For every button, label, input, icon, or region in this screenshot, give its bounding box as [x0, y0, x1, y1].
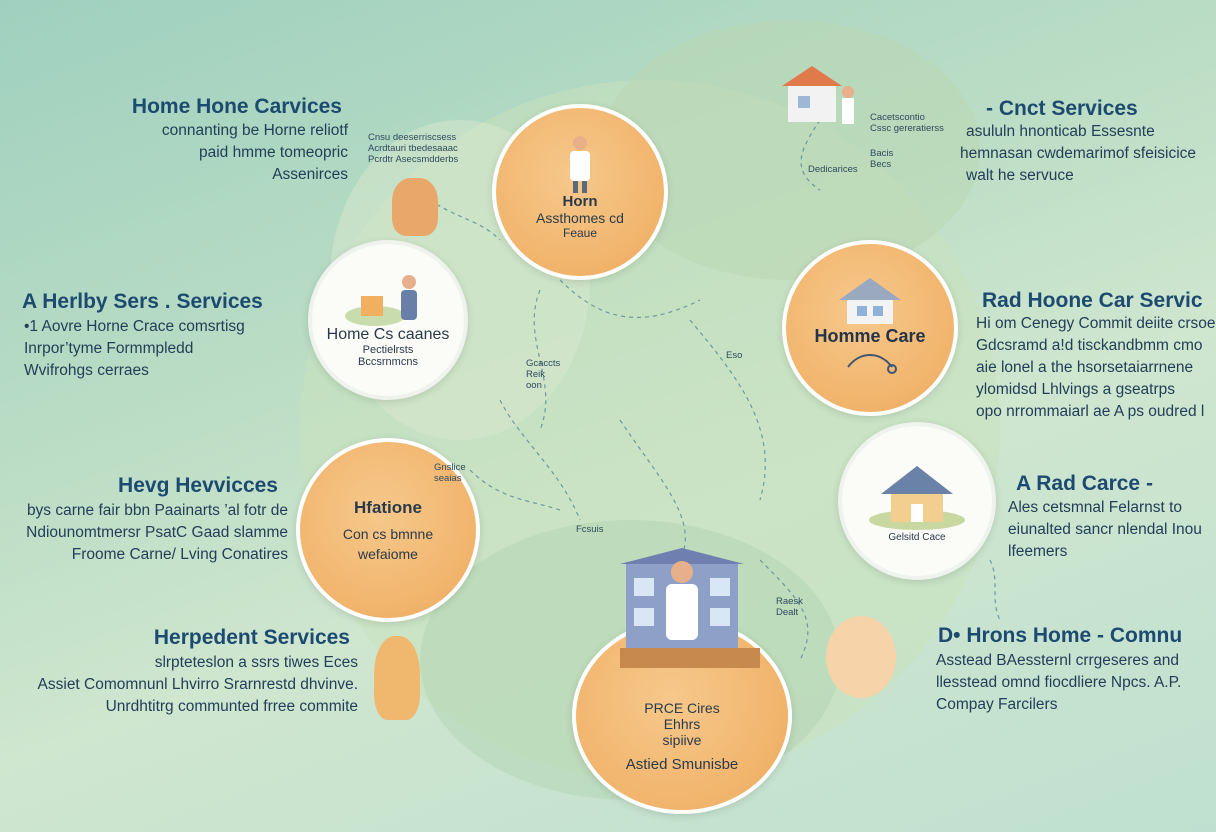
right-section-1-line: asululn hnonticab Essesnte [966, 123, 1155, 140]
right-section-2-title: Rad Hoone Car Servic [982, 289, 1203, 312]
clinic-building-doctor-illustration [620, 548, 760, 668]
circle-left-top-line1: Home Cs caanes [326, 326, 450, 343]
small-label-a: Cnsu deeserriscsess Acrdtauri tbedesaaac… [368, 132, 458, 165]
left-section-3-title: Hevg Hevvicces [118, 474, 278, 497]
small-label-b-line: Cssc gereratierss [870, 123, 944, 134]
circle-bottom-line1: PRCE Cires [644, 699, 720, 716]
left-section-4-body: slrpteteslon a ssrs tiwes Eces Assiet Co… [38, 652, 358, 718]
left-section-2-body: •1 Aovre Horne Crace comsrtisg Inrpor’ty… [24, 316, 245, 382]
small-label-a-line: Cnsu deeserriscsess [368, 132, 457, 143]
house-scene-illustration [782, 66, 854, 124]
circle-left-mid-line2: Con cs bmnne [342, 526, 434, 542]
small-label-e: Eso [726, 350, 743, 361]
small-label-g: Fcsuis [576, 524, 604, 535]
circle-right-mid: Gelsitd Cace [838, 422, 996, 580]
right-section-2-line: aie lonel a the hsorsetaiarrnene [976, 359, 1194, 376]
circle-bottom-line3: sipiive [662, 731, 702, 748]
right-section-4-line: llesstead omnd fiocdliere Npcs. A.P. [936, 674, 1182, 691]
left-section-2-title: A Herlby Sers . Services [22, 290, 263, 313]
right-section-4-line: Compay Farcilers [936, 696, 1058, 713]
left-section-4-line: Unrdhtitrg communted frree commite [105, 698, 358, 715]
left-section-1-body: connanting be Horne reliotf paid hmme to… [162, 120, 348, 186]
small-label-b: Cacetscontio Cssc gereratierss Bacis Bec… [870, 112, 944, 170]
circle-right-homme-care: Homme Care [782, 240, 958, 416]
circle-right-mid-line1: Gelsitd Cace [888, 531, 946, 543]
small-label-b-line: Bacis [870, 148, 894, 159]
woman-portrait-icon [826, 616, 896, 698]
right-section-1-line: hemnasan cwdemarimof sfeisicice [960, 145, 1197, 162]
left-section-4-line: slrpteteslon a ssrs tiwes Eces [154, 654, 358, 671]
right-section-3-line: eiunalted sancr nlendal Inou [1008, 521, 1202, 538]
circle-top-line2: Assthomes cd [536, 209, 624, 226]
small-label-h-line: Dealt [776, 607, 799, 618]
right-section-4-title: D• Hrons Home - Comnu [938, 624, 1183, 647]
caregiver-scene-icon [345, 275, 417, 326]
house-icon [839, 277, 901, 324]
left-section-2-line: Inrpor’tyme Formmpledd [24, 340, 194, 357]
left-section-1-line: paid hmme tomeopric [198, 144, 348, 161]
right-section-2-body: Hi om Cenegy Commit deiite crsoe Gdcsram… [976, 313, 1215, 423]
right-section-2-line: Gdcsramd a!d tisckandbmm cmo [976, 337, 1203, 354]
doctor-figure-icon [570, 135, 590, 193]
circle-left-mid-line1: Hfatione [354, 498, 422, 517]
small-label-f-line: Gnslice [434, 462, 466, 473]
left-section-4-line: Assiet Comomnunl Lhvirro Srarnrestd dhvi… [37, 676, 358, 693]
right-section-2-line: opo nrrommaiarl ae A ps oudred l [976, 403, 1205, 420]
left-section-2-line: Wvifrohgs cerraes [24, 362, 149, 379]
circle-top-line1: Horn [562, 192, 598, 210]
right-section-3-line: Ales cetsmnal Felarnst to [1008, 499, 1183, 516]
right-section-3-body: Ales cetsmnal Felarnst to eiunalted sanc… [1008, 497, 1202, 563]
circle-bottom-line2: Ehhrs [663, 715, 701, 732]
small-label-f: Gnslice seaias [434, 462, 466, 484]
stethoscope-icon [847, 353, 897, 374]
right-section-4-body: Asstead BAessternl crrgeseres and llesst… [936, 650, 1181, 716]
left-section-3-line: Ndiounomtmersr PsatC Gaad slamme [26, 524, 288, 541]
small-label-d: Gcaccts Reik oon [526, 358, 560, 391]
left-section-4-title: Herpedent Services [153, 626, 350, 649]
small-label-b-line: Cacetscontio [870, 112, 925, 123]
circle-top-line3: Feaue [562, 225, 598, 240]
right-section-2-line: ylomidsd Lhlvings a gseatrps [976, 381, 1176, 398]
circle-left-top-line3: Bccsrnmcns [358, 356, 418, 368]
left-section-2-line: •1 Aovre Horne Crace comsrtisg [24, 318, 245, 335]
circle-left-mid-line3: wefaiome [358, 546, 418, 562]
small-label-h-line: Raesk [776, 596, 803, 607]
left-section-1-line: connanting be Horne reliotf [161, 122, 348, 139]
small-label-c: Dedicarices [808, 164, 858, 175]
left-section-3-body: bys carne fair bbn Paainarts ’al fotr de… [26, 500, 288, 566]
house-icon [869, 465, 965, 530]
circle-right-top-line1: Homme Care [814, 325, 926, 346]
elderly-person-icon [374, 636, 420, 720]
bg-blob-top [600, 20, 980, 280]
right-section-3-line: lfeemers [1008, 543, 1068, 560]
right-section-4-line: Asstead BAessternl crrgeseres and [936, 652, 1179, 669]
left-section-3-line: bys carne fair bbn Paainarts ’al fotr de [26, 502, 288, 519]
right-section-1-body: asululn hnonticab Essesnte hemnasan cwde… [960, 121, 1196, 187]
left-section-1-line: Assenirces [272, 166, 348, 183]
right-section-2-line: Hi om Cenegy Commit deiite crsoe [976, 315, 1216, 332]
small-label-d-line: Reik [526, 369, 546, 380]
left-section-3-line: Froome Carne/ Lving Conatires [71, 546, 288, 563]
small-label-d-line: oon [526, 380, 542, 391]
circle-left-top-line2: Pectielrsts [362, 344, 414, 356]
small-label-f-line: seaias [434, 473, 462, 484]
right-section-3-title: A Rad Carce - [1016, 472, 1153, 495]
right-section-1-title: - Cnct Services [986, 97, 1138, 120]
small-label-b-line: Becs [870, 159, 892, 170]
right-section-1-line: walt he servuce [966, 167, 1074, 184]
circle-left-home-care: Home Cs caanes Pectielrsts Bccsrnmcns [308, 240, 468, 400]
left-section-1-title: Home Hone Carvices [131, 95, 342, 118]
circle-top-home-assistance: Horn Assthomes cd Feaue [492, 104, 668, 280]
small-label-a-line: Pcrdtr Asecsmdderbs [368, 154, 459, 165]
small-label-d-line: Gcaccts [526, 358, 561, 369]
caregiver-figure-icon [392, 178, 438, 236]
small-label-h: Raesk Dealt [776, 596, 803, 618]
circle-bottom-line4: Astied Smunisbe [625, 755, 739, 773]
small-label-a-line: Acrdtauri tbedesaaac [368, 143, 458, 154]
circle-left-mid: Hfatione Con cs bmnne wefaiome [296, 438, 480, 622]
